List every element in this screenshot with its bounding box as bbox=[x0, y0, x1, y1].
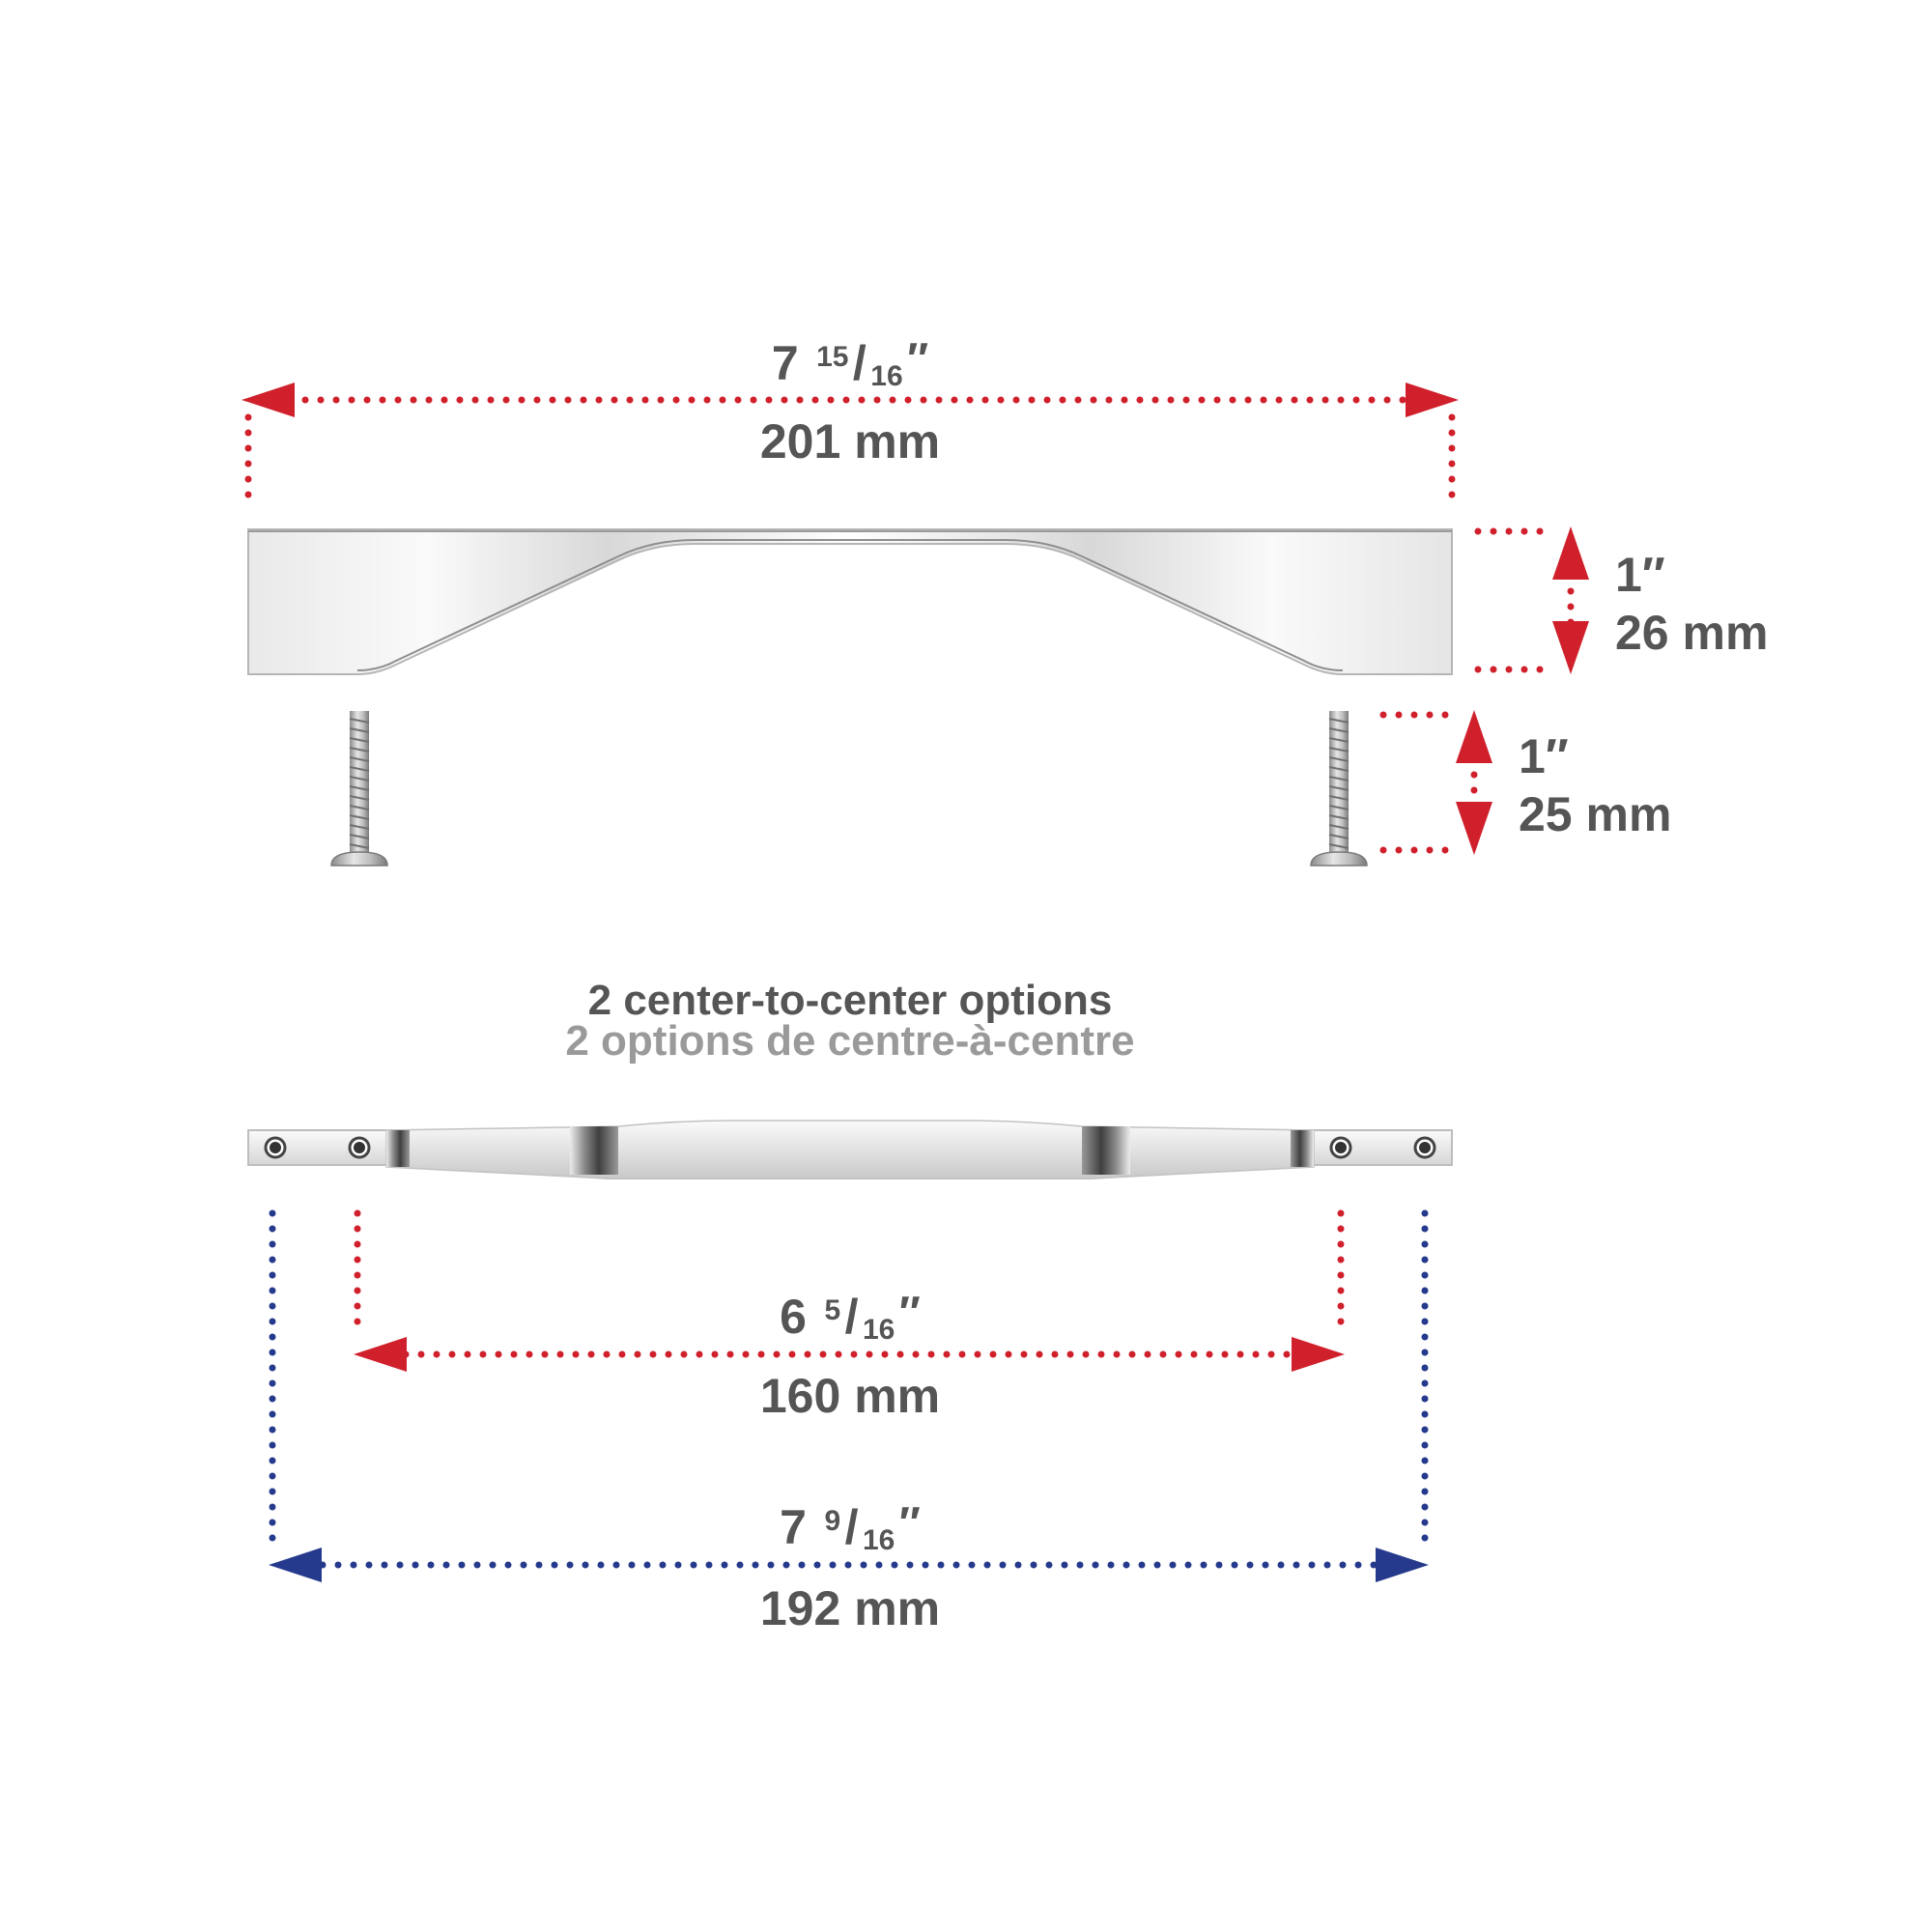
cc-large-left-arrow bbox=[269, 1548, 322, 1582]
screw-right-threads bbox=[1328, 718, 1350, 849]
overall-length-left-arrow bbox=[242, 383, 295, 417]
height-metric-label: 26 mm bbox=[1615, 606, 1768, 660]
screw-length-up-arrow bbox=[1456, 710, 1492, 763]
heading-english: 2 center-to-center options bbox=[588, 977, 1113, 1024]
cc-small-metric-label: 160 mm bbox=[760, 1369, 940, 1423]
screw-left-threads bbox=[349, 718, 370, 849]
screw-left-head bbox=[330, 851, 388, 867]
cc-small-left-arrow bbox=[354, 1337, 407, 1372]
screw-left bbox=[330, 711, 388, 867]
screw-right-shaft bbox=[1329, 711, 1349, 856]
height-imperial-label: 1″ bbox=[1615, 548, 1665, 602]
mount-hole-outer-left-inner bbox=[270, 1142, 281, 1153]
screw-length-dimension: 1″ 25 mm bbox=[1379, 710, 1671, 855]
height-down-arrow bbox=[1552, 621, 1589, 674]
handle-side-inner-edge bbox=[356, 539, 1344, 671]
cc-large-dimension: 7 9 / 16 ″ 192 mm bbox=[269, 1209, 1429, 1635]
screw-length-imperial-label: 1″ bbox=[1519, 729, 1569, 783]
cc-large-right-arrow bbox=[1376, 1548, 1429, 1582]
handle-top-raised-grip bbox=[385, 1120, 1315, 1179]
overall-length-right-arrow bbox=[1406, 383, 1459, 417]
screw-left-shaft bbox=[350, 711, 369, 856]
handle-top-dark-band-right bbox=[1291, 1130, 1314, 1167]
handle-top-dark-band-left bbox=[386, 1130, 410, 1167]
cc-large-imperial-label: 7 9 / 16 ″ bbox=[780, 1497, 921, 1556]
overall-length-imperial-label: 7 15 / 16 ″ bbox=[772, 333, 928, 392]
mount-hole-inner-left-inner bbox=[354, 1142, 365, 1153]
handle-side-body bbox=[247, 528, 1453, 675]
screw-right bbox=[1310, 711, 1368, 867]
screw-length-metric-label: 25 mm bbox=[1519, 787, 1671, 841]
mount-hole-outer-right-inner bbox=[1419, 1142, 1431, 1153]
height-up-arrow bbox=[1552, 526, 1589, 580]
heading-french: 2 options de centre-à-centre bbox=[565, 1017, 1134, 1065]
screw-length-down-arrow bbox=[1456, 802, 1492, 855]
cc-small-dimension: 6 5 / 16 ″ 160 mm bbox=[354, 1209, 1345, 1423]
mount-hole-inner-right-inner bbox=[1335, 1142, 1347, 1153]
handle-top-dark-band-right-inner bbox=[1082, 1126, 1130, 1175]
handle-side-view bbox=[247, 528, 1453, 675]
cc-large-metric-label: 192 mm bbox=[760, 1581, 940, 1635]
overall-length-metric-label: 201 mm bbox=[760, 414, 940, 469]
handle-top-dark-band-left-inner bbox=[570, 1126, 618, 1175]
handle-top-view bbox=[247, 1120, 1453, 1179]
cc-small-right-arrow bbox=[1292, 1337, 1345, 1372]
screw-right-head bbox=[1310, 851, 1368, 867]
overall-length-dimension: 7 15 / 16 ″ 201 mm bbox=[242, 333, 1459, 506]
height-dimension: 1″ 26 mm bbox=[1474, 526, 1768, 674]
cc-small-imperial-label: 6 5 / 16 ″ bbox=[780, 1287, 921, 1346]
